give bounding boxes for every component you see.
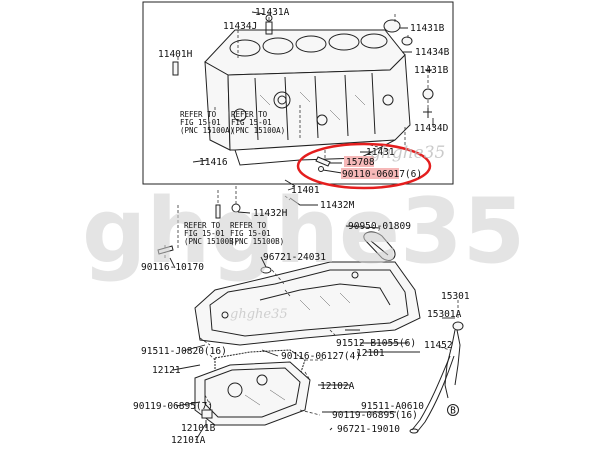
label-12121: 12121: [152, 365, 181, 376]
refer-note-3-line-3: (PNC 15100B): [184, 237, 238, 246]
block-group-frame: [142, 1, 454, 185]
label-96721-19010: 96721-19010: [337, 424, 400, 435]
label-90119-06895-7: 90119-06895(7): [133, 401, 213, 412]
label-90950-01809: 90950-01809: [348, 221, 411, 232]
stud-90116-10170: [157, 245, 174, 255]
label-11434j: 11434J: [223, 21, 257, 32]
label-11416: 11416: [199, 157, 228, 168]
label-11452: 11452: [424, 340, 453, 351]
marker-b: B: [450, 406, 456, 417]
oil-pan-drawing: [194, 261, 421, 426]
plug-11434d: [423, 108, 432, 118]
plug-11434b: [401, 36, 413, 46]
label-11431: 11431: [366, 147, 395, 158]
refer-note-4-line-3: (PNC 15100B): [230, 237, 284, 246]
highlight-ring: [296, 142, 432, 190]
watermark-small: ghghe35: [370, 143, 445, 163]
highlight-90110: [341, 168, 399, 179]
cylinder-block-drawing: [204, 29, 411, 166]
oil-jet-parts: [315, 156, 343, 174]
refer-note-1-line-1: REFER TO: [180, 110, 217, 119]
label-11432m: 11432M: [320, 200, 355, 211]
label-90116-06127: 90116-06127(4): [281, 351, 361, 362]
refer-note-3-line-1: REFER TO: [184, 221, 221, 230]
label-11401h: 11401H: [158, 49, 193, 60]
part-11432m: [289, 197, 310, 206]
label-11401: 11401: [291, 185, 320, 196]
plug-11431b: [383, 19, 401, 33]
watermark-large: ghghe35: [82, 179, 525, 284]
label-12101b: 12101B: [181, 423, 216, 434]
label-96721-24031: 96721-24031: [263, 252, 326, 263]
refer-note-2-line-2: FIG 15-01: [231, 118, 272, 127]
refer-note-2-line-3: (PNC 15100A): [231, 126, 285, 135]
label-11431b: 11431B: [410, 23, 445, 34]
label-90110-06017: 90110-06017(6): [342, 169, 422, 180]
refer-note-4-line-1: REFER TO: [230, 221, 267, 230]
label-12101: 12101: [356, 348, 385, 359]
refer-note-2-line-1: REFER TO: [231, 110, 268, 119]
refer-note-3-line-2: FIG 15-01: [184, 229, 225, 238]
plug-11434j: [265, 21, 273, 35]
plug-11431b-2: [422, 88, 434, 100]
label-90119-06895-16: 90119-06895(16): [332, 410, 418, 421]
label-11432h: 11432H: [253, 208, 288, 219]
label-12101a: 12101A: [171, 435, 206, 446]
label-11434b: 11434B: [415, 47, 450, 58]
label-11431b-2: 11431B: [414, 65, 449, 76]
label-11431a: 11431A: [255, 7, 290, 18]
watermark-small-2: ghghe35: [230, 307, 288, 322]
label-90116-10170: 90116-10170: [141, 262, 204, 273]
label-12102a: 12102A: [320, 381, 355, 392]
refer-note-1-line-2: FIG 15-01: [180, 118, 221, 127]
oil-level-gauge: B: [409, 321, 464, 434]
label-91511-a0610: 91511-A0610: [361, 401, 424, 412]
highlight-15708: [344, 156, 374, 167]
label-15708: 15708: [346, 157, 375, 168]
label-15301a: 15301A: [427, 309, 462, 320]
dowel-11401h: [172, 61, 179, 76]
label-91511-j0820: 91511-J0820(16): [141, 346, 227, 357]
label-91512-b1055: 91512-B1055(6): [336, 338, 416, 349]
part-11401: [284, 179, 296, 187]
drain-plug-gasket: [363, 231, 396, 261]
refer-note-4-line-2: FIG 15-01: [230, 229, 271, 238]
dowel-11432: [215, 204, 221, 219]
label-15301: 15301: [441, 291, 470, 302]
drain-plug-12101b: [201, 409, 213, 419]
refer-note-1-line-3: (PNC 15100A): [180, 126, 234, 135]
label-11434d: 11434D: [414, 123, 449, 134]
